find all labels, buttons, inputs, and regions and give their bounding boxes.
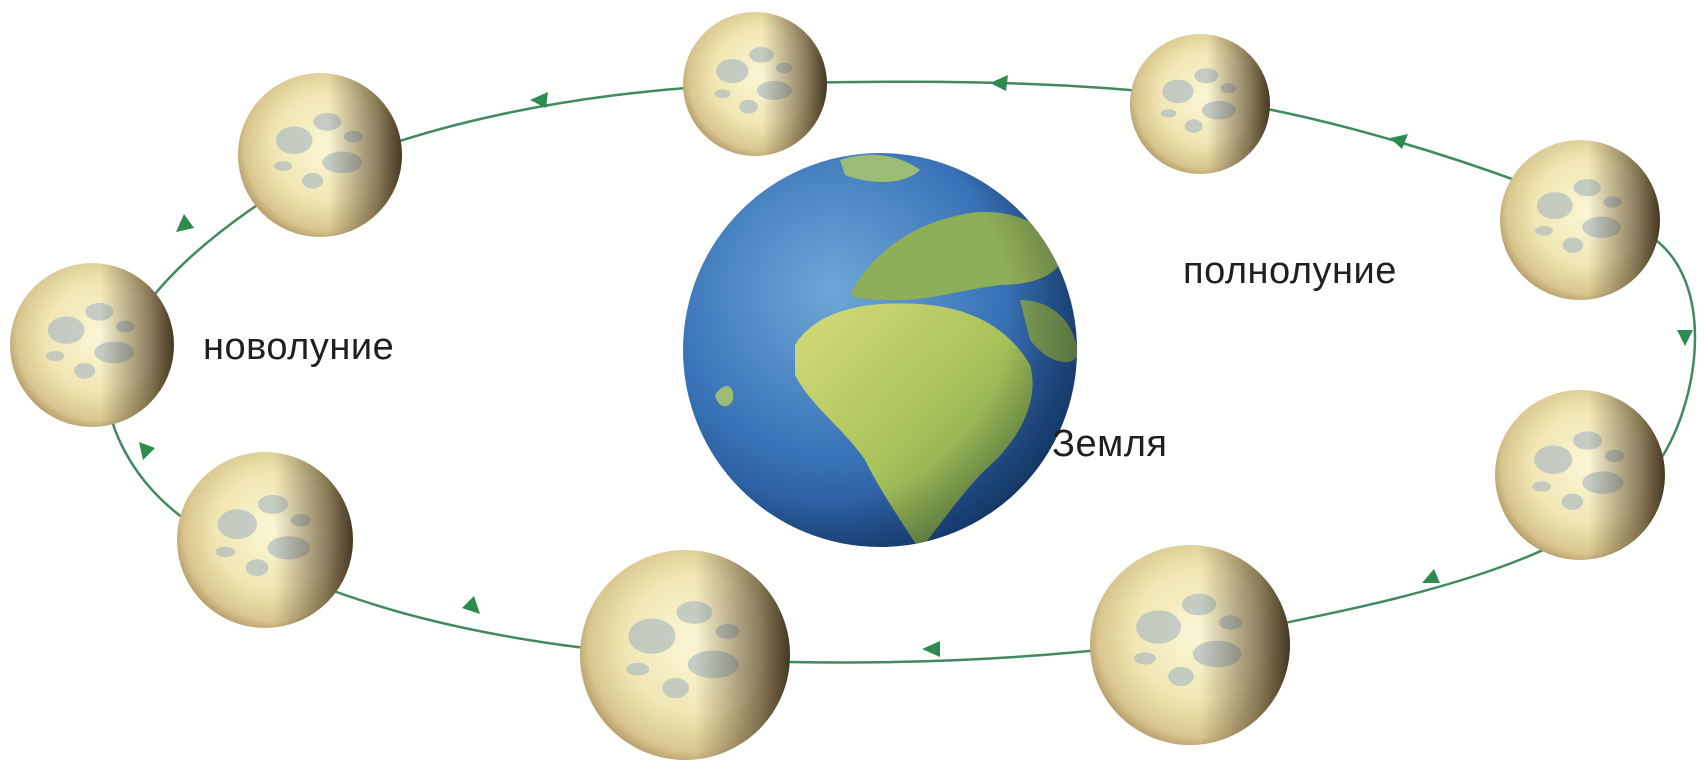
orbit-arrow: [1390, 134, 1408, 149]
orbit-arrow: [139, 442, 155, 460]
moon-shadow: [1090, 545, 1290, 745]
moon-shadow: [1130, 34, 1270, 174]
orbit-arrow: [1422, 569, 1440, 583]
earth-label: Земля: [1052, 423, 1167, 466]
moon: [1500, 140, 1660, 300]
moon: [1130, 34, 1270, 174]
orbit-arrow: [176, 214, 194, 232]
moon-shadow: [238, 73, 402, 237]
moon-shadow: [683, 12, 827, 156]
moon-shadow: [1500, 140, 1660, 300]
orbit-arrow: [990, 75, 1008, 91]
moon: [10, 263, 174, 427]
moon: [683, 12, 827, 156]
orbit-arrow: [1677, 330, 1693, 346]
moon-shadow: [10, 263, 174, 427]
orbit-arrow: [462, 596, 480, 614]
moon: [1495, 390, 1665, 560]
moon-shadow: [177, 452, 353, 628]
earth-shading: [683, 153, 1077, 547]
full-moon-label: полнолуние: [1183, 250, 1397, 293]
moon: [238, 73, 402, 237]
moon-shadow: [1495, 390, 1665, 560]
earth: [683, 153, 1078, 550]
moon: [1090, 545, 1290, 745]
moon: [177, 452, 353, 628]
orbit-arrow: [922, 641, 940, 657]
moon: [580, 550, 790, 760]
new-moon-label: новолуние: [203, 326, 394, 369]
moon-shadow: [580, 550, 790, 760]
